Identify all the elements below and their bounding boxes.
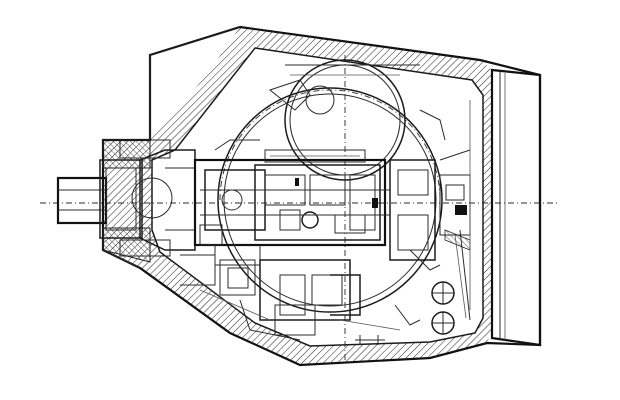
lower-compartment <box>180 254 421 345</box>
turret-ring <box>217 87 443 313</box>
ammo-rounds <box>431 281 455 335</box>
axis-lines <box>40 55 560 360</box>
gun-barrel <box>56 139 196 263</box>
outer-hull <box>101 25 542 367</box>
ring-details <box>214 100 471 310</box>
